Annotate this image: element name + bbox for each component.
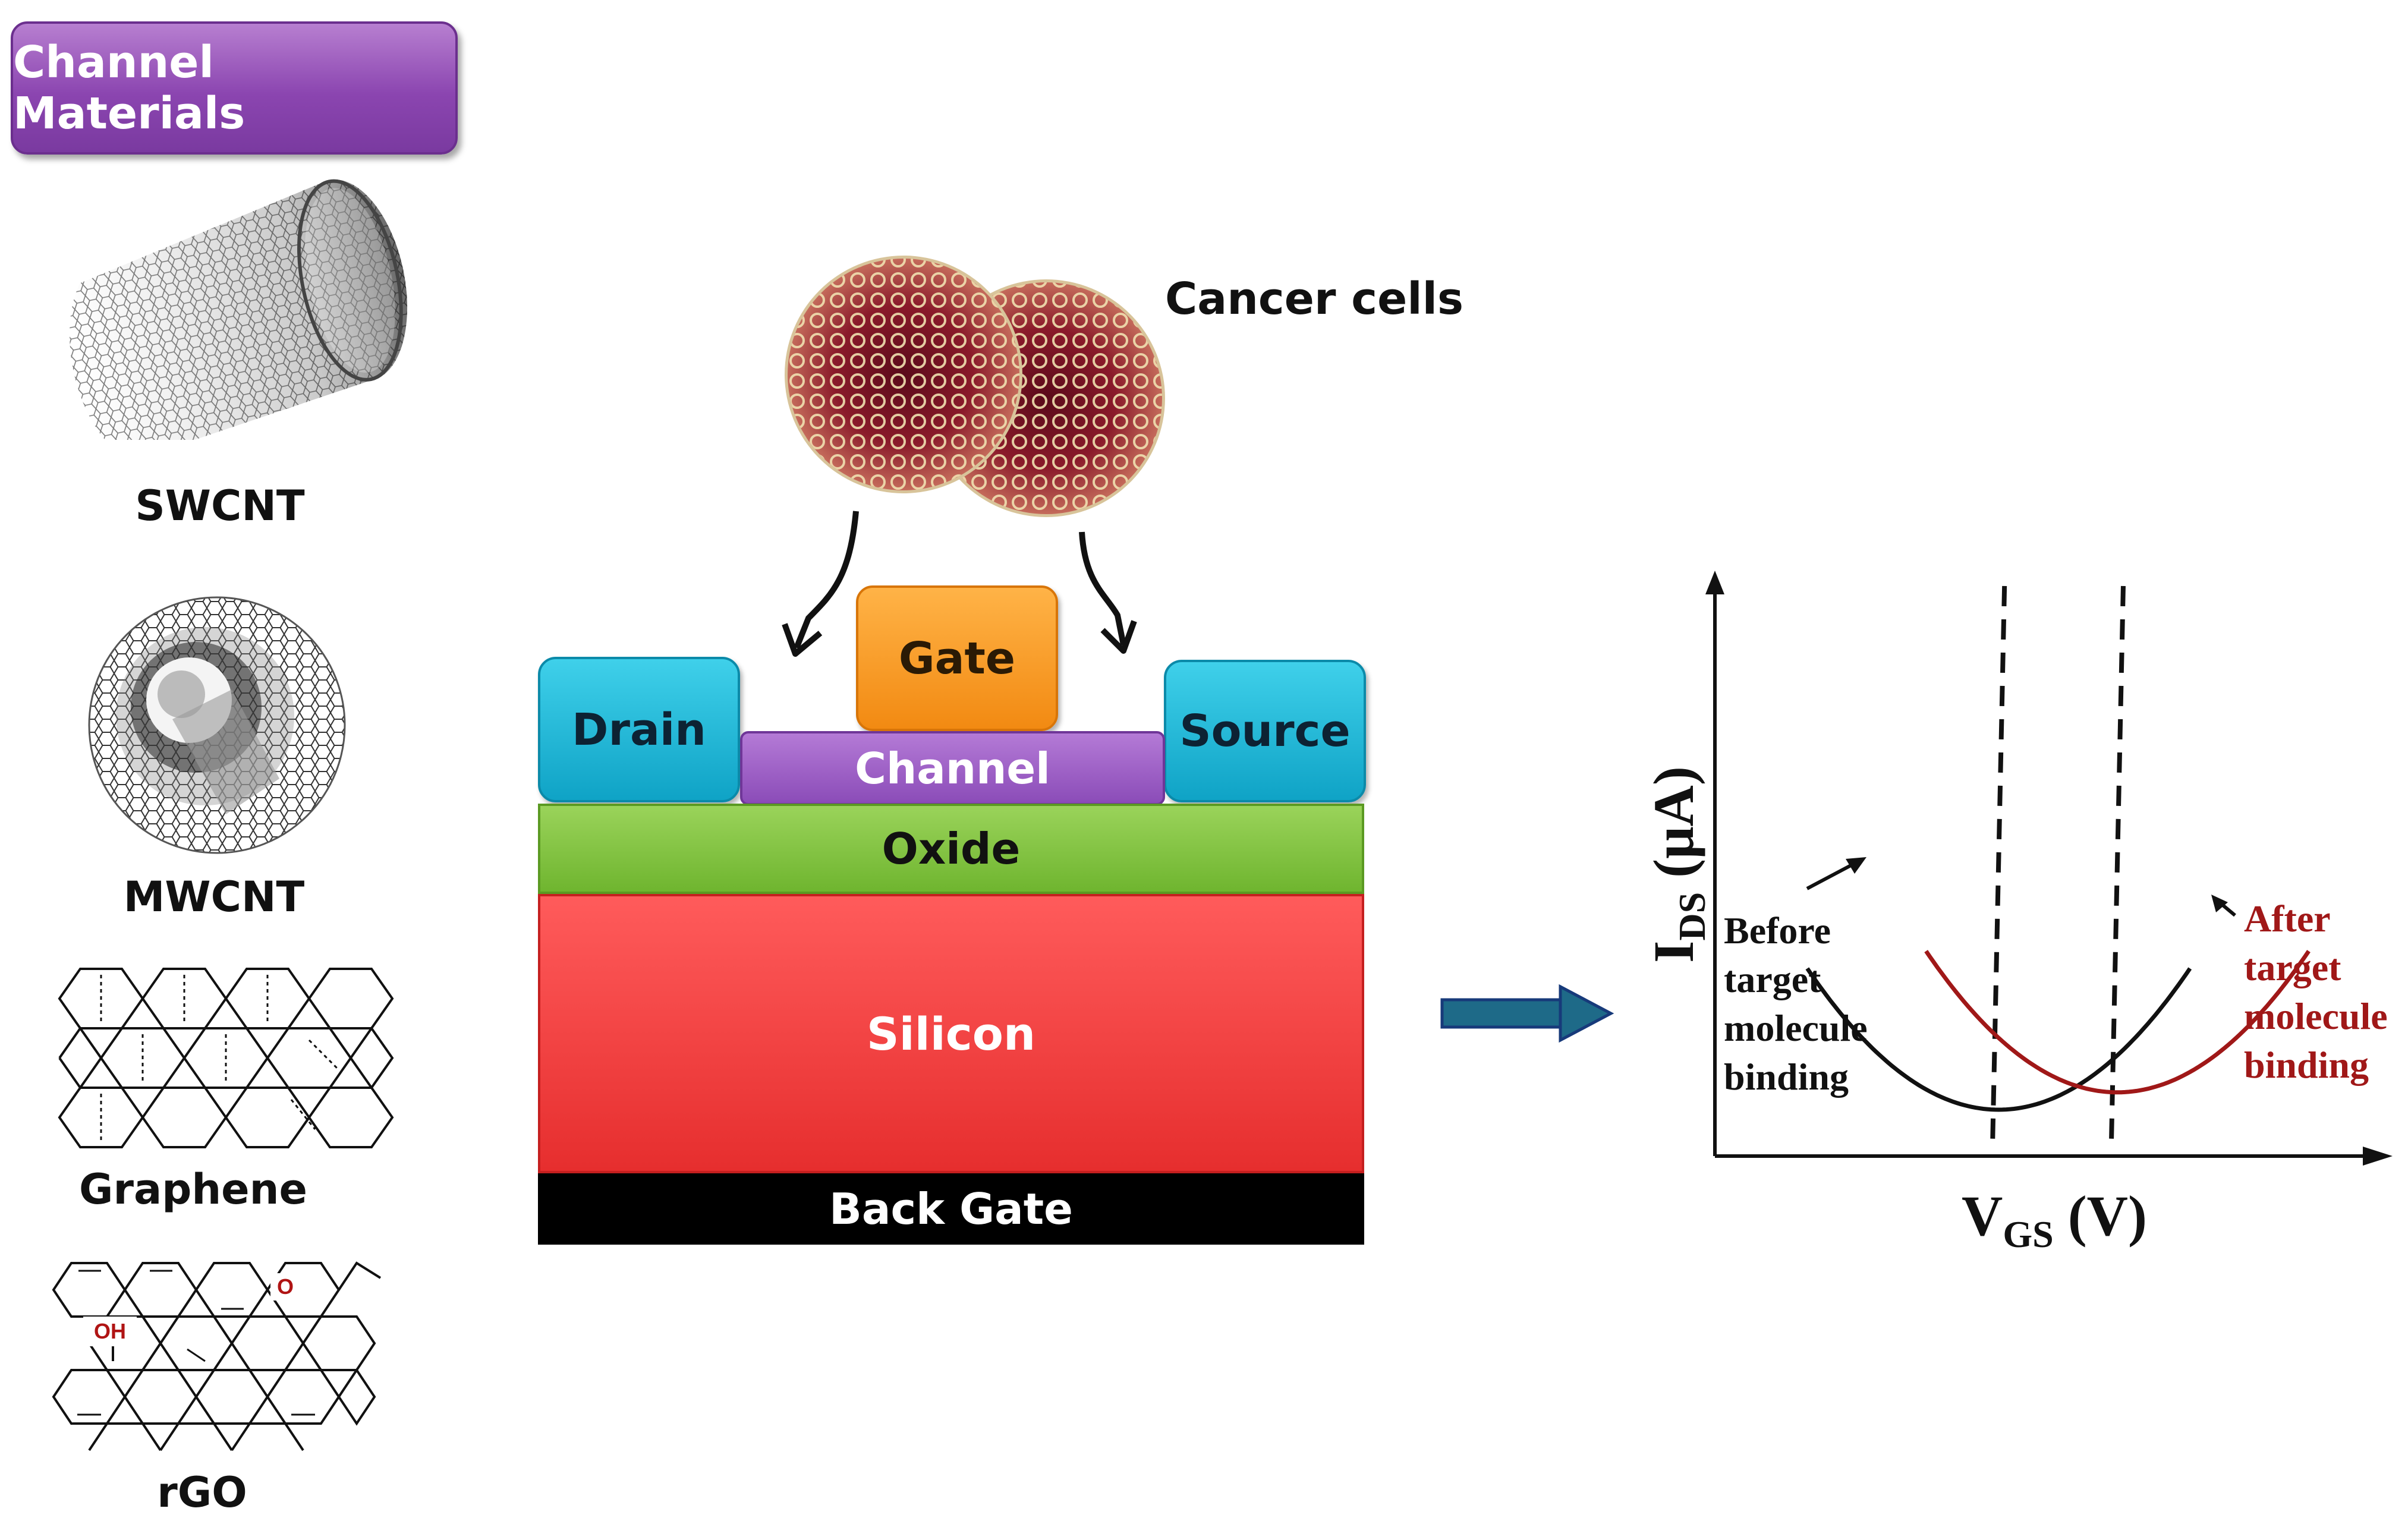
- material-label-graphene: Graphene: [79, 1165, 307, 1214]
- y-axis-subscript: DS: [1671, 892, 1714, 941]
- material-label-swcnt: SWCNT: [135, 481, 305, 530]
- silicon-layer: Silicon: [538, 894, 1364, 1173]
- iv-transfer-chart: [1705, 571, 2393, 1166]
- material-label-mwcnt: MWCNT: [123, 873, 305, 921]
- binding-arrows: [782, 511, 1137, 657]
- mwcnt-nanotube-icon: [88, 596, 346, 854]
- x-axis-subscript: GS: [2003, 1213, 2054, 1256]
- x-axis-arrowhead: [2363, 1147, 2393, 1166]
- rgo-hydroxyl-label: OH: [83, 1317, 137, 1346]
- oxide-layer: Oxide: [538, 804, 1364, 894]
- rgo-oxygen-label: O: [270, 1273, 300, 1301]
- series-curve-after: [1924, 950, 2311, 1095]
- source-electrode: Source: [1164, 660, 1366, 802]
- x-axis-label: VGS (V): [1962, 1183, 2271, 1272]
- drain-electrode: Drain: [538, 657, 740, 802]
- channel-materials-title: Channel Materials: [11, 21, 458, 155]
- graphene-lattice-icon: [58, 968, 394, 1148]
- material-label-rgo: rGO: [157, 1468, 247, 1517]
- before-pointer-arrowhead: [1846, 857, 1866, 874]
- swcnt-nanotube-icon: [70, 179, 408, 440]
- dashed-line-2: [2109, 582, 2126, 1139]
- after-pointer-arrowhead: [2211, 895, 2228, 912]
- right-arrow-icon: [1440, 984, 1614, 1043]
- before-pointer-arrow: [1806, 860, 1859, 890]
- left-curved-arrow-icon: [794, 511, 859, 649]
- channel-layer: Channel: [740, 731, 1165, 805]
- y-axis-unit: (μA): [1642, 766, 1705, 878]
- series-label-before: Before target molecule binding: [1724, 909, 1868, 1098]
- y-axis-arrowhead: [1705, 571, 1724, 594]
- cancer-cells-label: Cancer cells: [1165, 273, 1464, 325]
- x-axis-symbol: V: [1962, 1184, 2003, 1248]
- cancer-cells-icon: [785, 256, 1165, 517]
- gate-electrode: Gate: [856, 585, 1058, 731]
- series-label-after: After target molecule binding: [2244, 898, 2388, 1086]
- series-curve-before: [1805, 967, 2192, 1112]
- y-axis-symbol: I: [1642, 940, 1705, 963]
- x-axis-unit: (V): [2067, 1184, 2147, 1248]
- right-curved-arrow-icon: [1079, 531, 1126, 646]
- rgo-lattice-icon: [52, 1261, 382, 1451]
- back-gate-layer: Back Gate: [538, 1173, 1364, 1245]
- dashed-line-1: [1990, 582, 2007, 1139]
